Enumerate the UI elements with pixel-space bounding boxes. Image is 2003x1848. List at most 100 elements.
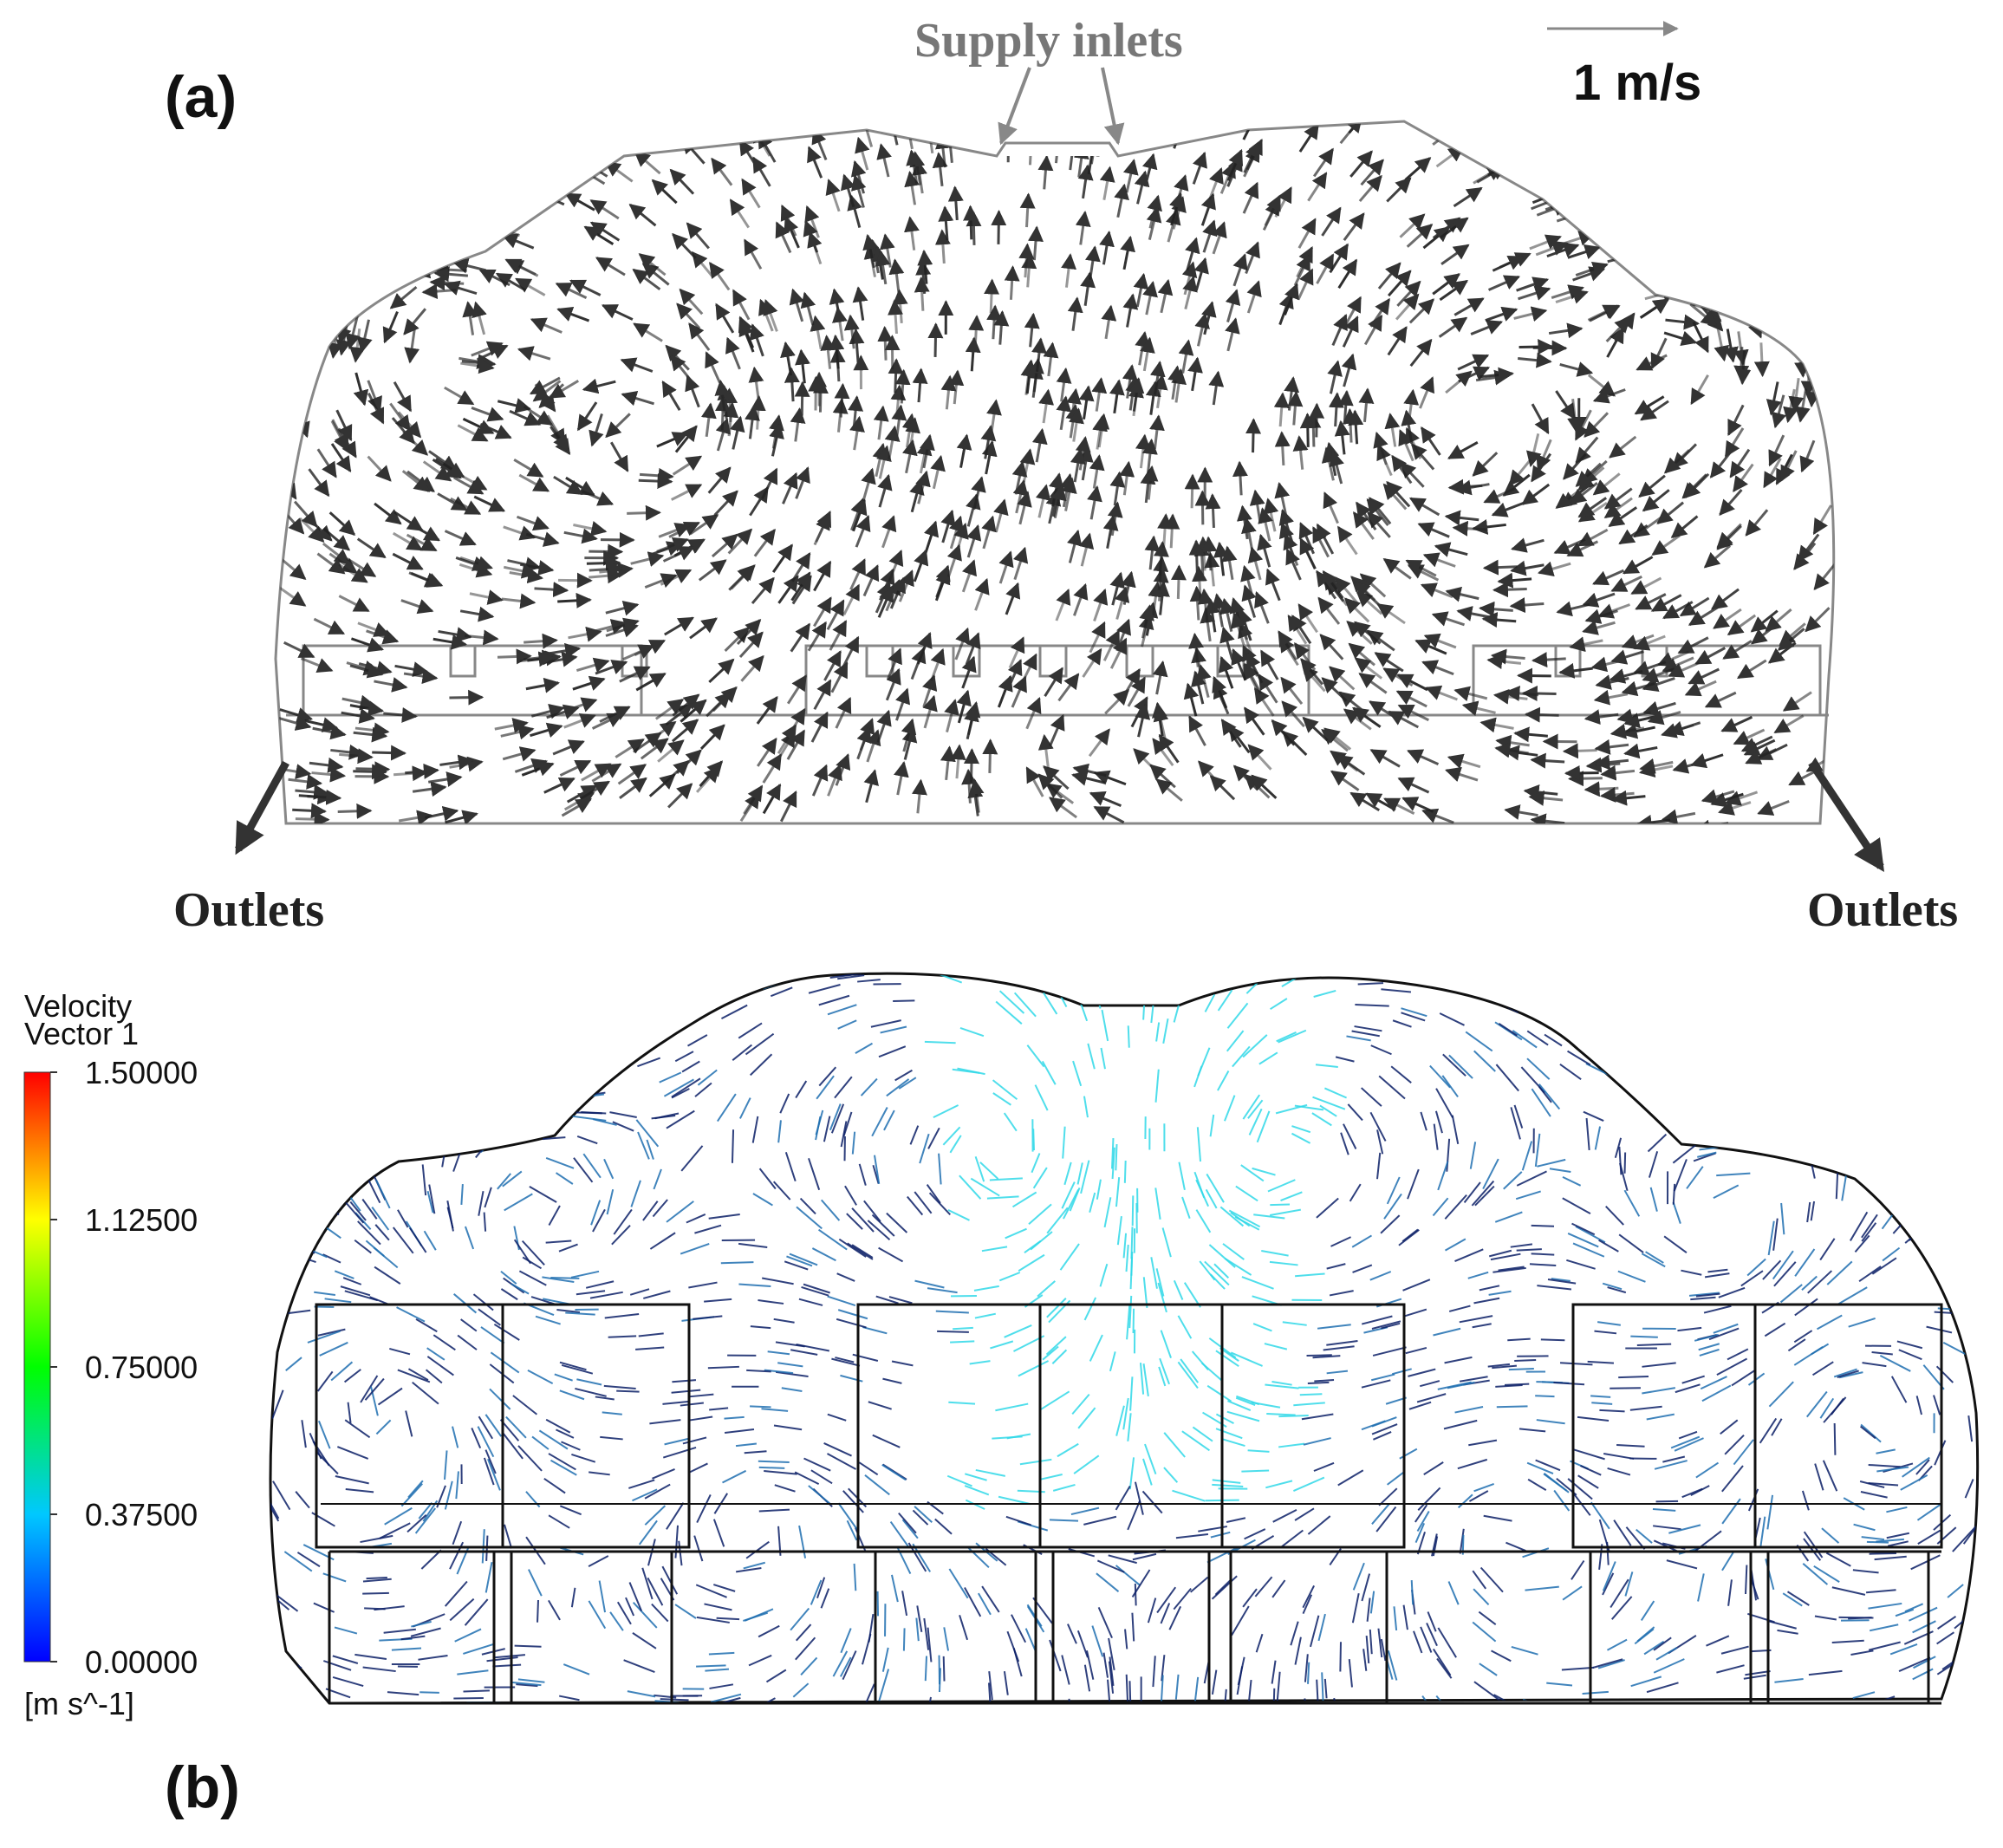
flow-vector <box>1243 706 1265 736</box>
flow-vector <box>392 552 424 570</box>
flow-vector <box>1497 572 1532 589</box>
flow-vector <box>375 1179 391 1209</box>
flow-vector <box>803 1457 831 1472</box>
flow-vector <box>1019 192 1036 228</box>
flow-vector <box>288 1678 319 1696</box>
flow-vector <box>1038 388 1055 424</box>
flow-vector <box>795 348 810 384</box>
flow-vector <box>1056 367 1072 402</box>
flow-vector <box>1278 635 1299 667</box>
flow-vector <box>451 1061 463 1080</box>
flow-vector <box>525 1073 556 1090</box>
flow-vector <box>1284 376 1300 411</box>
flow-vector <box>1423 633 1457 649</box>
flow-vector <box>606 617 640 633</box>
flow-vector <box>280 507 305 535</box>
flow-vector <box>589 561 624 577</box>
flow-vector <box>383 706 418 723</box>
flow-vector <box>851 1207 875 1233</box>
flow-vector <box>559 1505 582 1516</box>
flow-vector <box>1416 1511 1430 1532</box>
flow-vector <box>798 1298 823 1306</box>
flow-vector <box>713 490 738 517</box>
flow-vector <box>575 1387 607 1397</box>
flow-vector <box>516 1683 538 1688</box>
flow-vector <box>1759 221 1787 244</box>
flow-vector <box>513 1239 531 1265</box>
flow-vector <box>1654 1032 1680 1044</box>
flow-vector <box>1417 522 1450 538</box>
flow-vector <box>1278 1415 1309 1418</box>
flow-vector <box>832 306 848 342</box>
flow-vector <box>715 417 732 452</box>
flow-vector <box>1425 685 1458 701</box>
flow-vector <box>1601 141 1636 158</box>
flow-vector <box>1930 1169 1952 1197</box>
flow-vector <box>583 225 615 245</box>
flow-vector <box>1312 1355 1341 1359</box>
flow-vector <box>576 657 610 673</box>
flow-vector <box>1055 588 1071 621</box>
flow-vector <box>1401 1012 1426 1022</box>
flow-vector <box>1759 1516 1766 1548</box>
flow-vector <box>1076 1630 1089 1658</box>
flow-vector <box>372 198 406 213</box>
flow-vector <box>1357 982 1384 986</box>
flow-vector <box>288 1207 308 1221</box>
flow-vector <box>1377 262 1401 290</box>
flow-vector <box>1680 975 1704 990</box>
flow-vector <box>1492 688 1528 705</box>
flow-vector <box>1157 278 1174 314</box>
flow-vector <box>1529 1263 1557 1266</box>
flow-vector <box>1396 673 1428 692</box>
flow-vector <box>1483 1514 1512 1522</box>
flow-vector <box>829 973 862 979</box>
flow-vector <box>836 1272 855 1282</box>
flow-vector <box>455 556 489 571</box>
flow-vector <box>412 182 446 198</box>
flow-vector <box>399 154 434 171</box>
flow-vector <box>649 1419 681 1425</box>
flow-vector <box>1189 585 1206 621</box>
flow-vector <box>1155 1022 1161 1042</box>
flow-vector <box>374 1605 405 1611</box>
flow-vector <box>1592 569 1625 586</box>
flow-vector <box>1826 203 1834 230</box>
flow-vector <box>1259 649 1279 680</box>
flow-vector <box>966 1546 990 1569</box>
flow-vector <box>406 1071 415 1096</box>
flow-vector <box>1193 257 1209 291</box>
flow-vector <box>1688 667 1720 685</box>
flow-vector <box>1584 781 1619 797</box>
flow-vector <box>518 1044 543 1061</box>
flow-vector <box>685 374 700 408</box>
flow-vector <box>715 984 741 997</box>
flow-vector <box>501 593 537 609</box>
flow-vector <box>1525 433 1542 468</box>
flow-vector <box>1584 709 1619 726</box>
flow-vector <box>542 1276 575 1283</box>
flow-vector <box>1567 244 1601 260</box>
flow-vector <box>341 708 375 724</box>
flow-vector <box>301 1420 307 1448</box>
flow-vector <box>924 1040 956 1044</box>
flow-vector <box>1714 327 1730 362</box>
flow-vector <box>1819 1238 1836 1261</box>
flow-vector <box>901 1519 919 1539</box>
flow-vector <box>1610 1578 1629 1609</box>
flow-vector <box>1317 596 1341 625</box>
flow-vector <box>1653 1539 1678 1552</box>
flow-vector <box>1518 285 1551 301</box>
flow-vector <box>1718 1286 1746 1298</box>
flow-vector <box>1640 400 1669 421</box>
flow-vector <box>446 1200 454 1232</box>
flow-vector <box>1061 1655 1070 1685</box>
flow-vector <box>663 759 690 784</box>
flow-vector <box>1269 1208 1302 1216</box>
flow-vector <box>1436 1657 1453 1679</box>
flow-vector <box>1677 246 1712 263</box>
outlet-arrow-left <box>235 760 289 856</box>
flow-vector <box>1782 691 1812 712</box>
flow-vector <box>1811 1361 1834 1376</box>
flow-vector <box>1876 1020 1885 1043</box>
